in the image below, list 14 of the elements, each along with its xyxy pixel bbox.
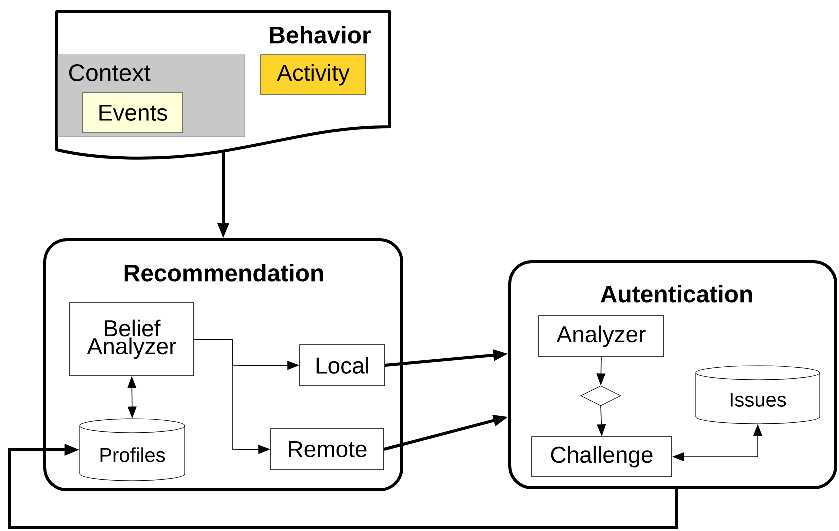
database-cylinder: Profiles bbox=[80, 418, 186, 482]
process-box: Belief Analyzer bbox=[70, 302, 194, 376]
box-title: Recommendation bbox=[124, 264, 324, 282]
process-box: Challenge bbox=[532, 436, 672, 478]
database-cylinder: Issues bbox=[696, 366, 820, 424]
arrow bbox=[8, 444, 678, 530]
process-box: Local bbox=[300, 344, 386, 386]
box-title: Context bbox=[69, 64, 151, 82]
box-title: Behavior bbox=[270, 26, 371, 44]
box-title: Autentication bbox=[600, 285, 752, 303]
process-box: Events bbox=[82, 92, 184, 134]
process-box: Remote bbox=[270, 428, 384, 470]
process-box: Activity bbox=[260, 54, 366, 96]
process-box: Analyzer bbox=[538, 316, 664, 358]
